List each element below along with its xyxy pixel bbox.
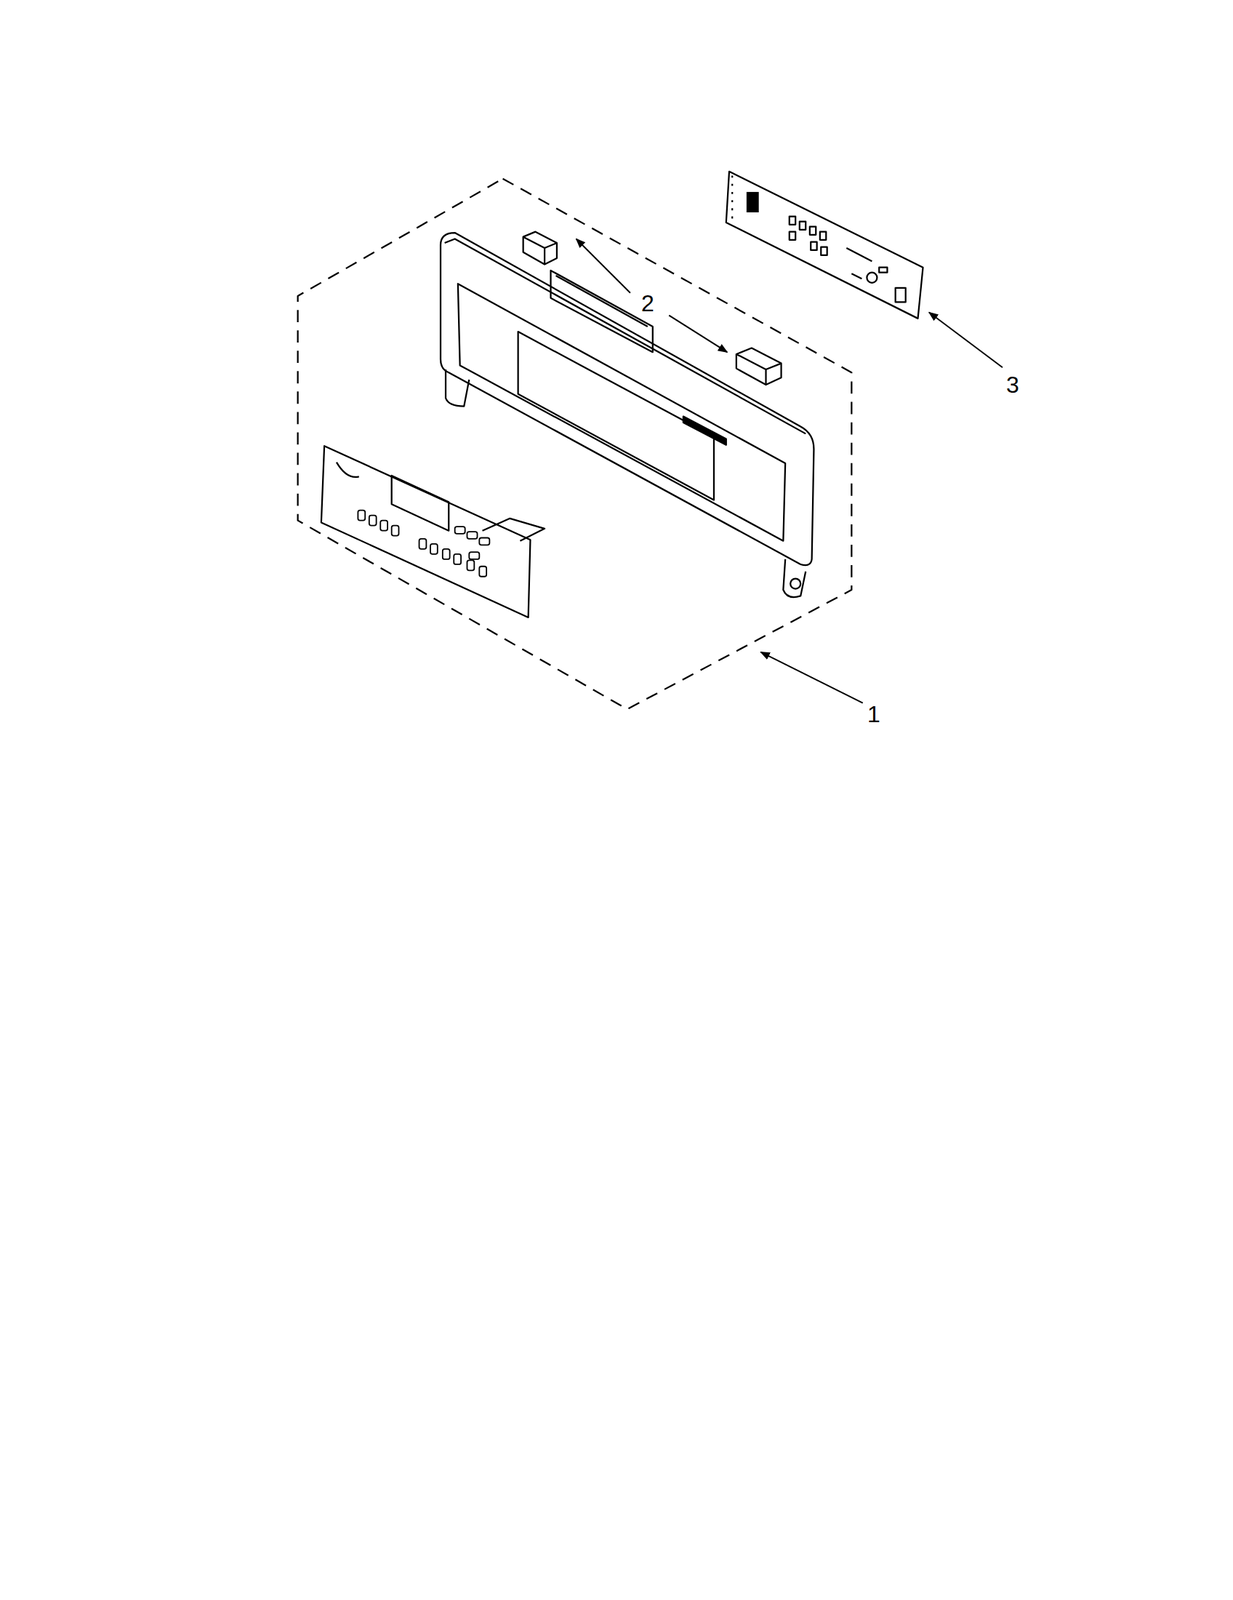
spacer-block	[523, 231, 557, 265]
keypad-overlay	[321, 445, 545, 618]
leader-line	[576, 238, 1003, 703]
assembly-boundary	[298, 178, 853, 709]
callout-number: 1	[864, 700, 884, 728]
control-board	[726, 171, 924, 319]
callout-number: 2	[638, 290, 658, 317]
callout-number: 3	[1003, 371, 1023, 398]
spacer-block	[736, 348, 782, 386]
